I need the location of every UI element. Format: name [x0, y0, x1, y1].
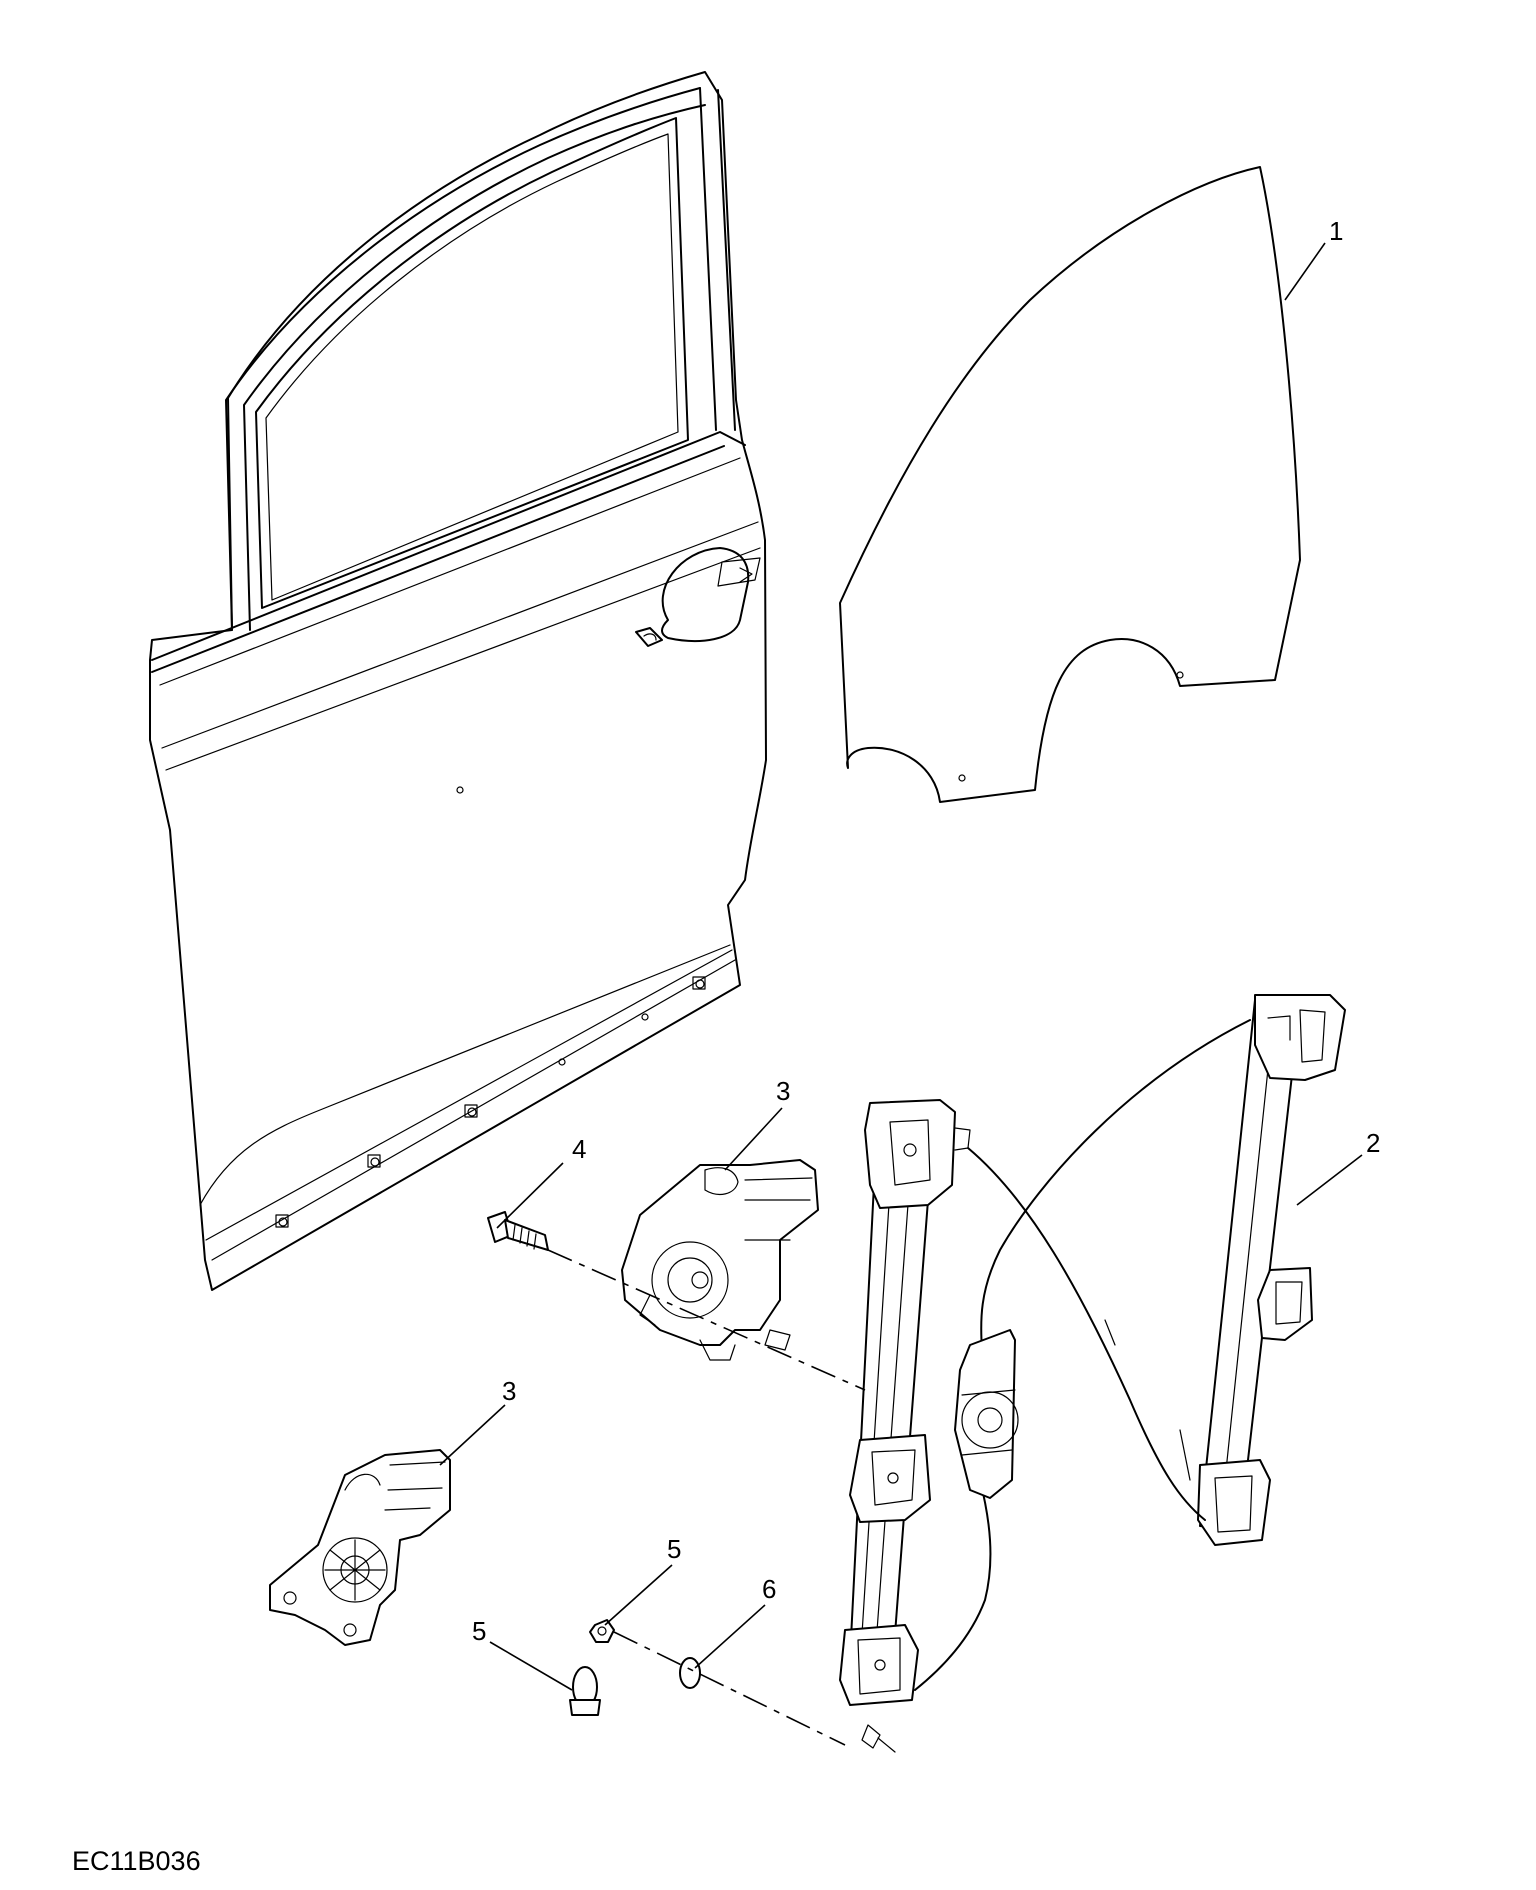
callout-6: 6	[762, 1574, 776, 1604]
drawing-code: EC11B036	[72, 1846, 201, 1876]
callout-5-nut: 5	[667, 1534, 681, 1564]
window-motor-lower	[269, 1449, 451, 1646]
callout-3-lower: 3	[502, 1376, 516, 1406]
callout-5-clip: 5	[472, 1616, 486, 1646]
callout-leaders	[439, 242, 1363, 1691]
regulator-nut	[589, 1619, 615, 1643]
retaining-clip	[569, 1666, 601, 1716]
callout-4: 4	[572, 1134, 586, 1164]
callout-2: 2	[1366, 1128, 1380, 1158]
window-regulator	[839, 994, 1346, 1753]
callout-1: 1	[1329, 216, 1343, 246]
washer	[679, 1657, 701, 1689]
callout-3-upper: 3	[776, 1076, 790, 1106]
assembly-center-lines	[547, 1249, 866, 1746]
motor-bolt	[487, 1211, 549, 1251]
door-window-glass	[839, 166, 1301, 803]
front-door-shell	[149, 71, 767, 1291]
window-motor-upper	[621, 1159, 819, 1361]
